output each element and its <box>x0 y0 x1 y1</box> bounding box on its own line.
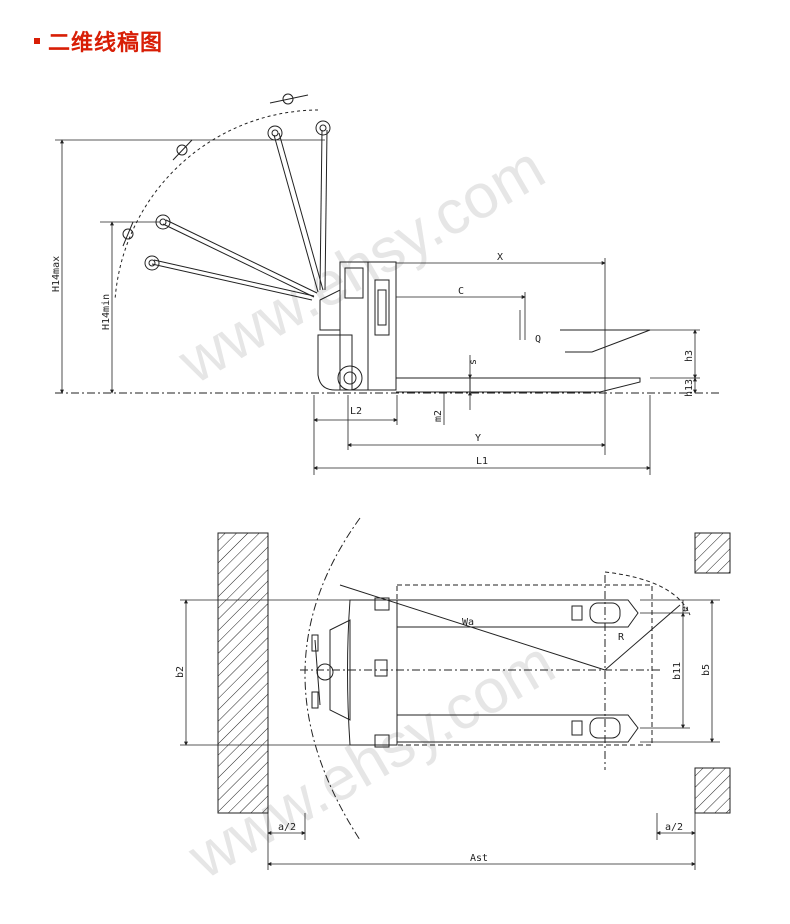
turning-arc <box>304 517 361 841</box>
page-title: 二维线稿图 <box>48 31 164 56</box>
label-b2: b2 <box>175 666 186 678</box>
label-wa: Wa <box>462 617 474 628</box>
r-line <box>604 604 681 671</box>
label-q: Q <box>535 334 541 345</box>
wall-left <box>217 532 269 814</box>
label-b11: b11 <box>672 662 683 680</box>
label-b5: b5 <box>701 664 712 676</box>
label-ast: Ast <box>470 853 488 864</box>
label-h14min: H14min <box>101 294 112 330</box>
outer-turn-arc <box>604 571 691 616</box>
forks-top <box>397 599 639 743</box>
side-view <box>55 93 720 475</box>
wa-line <box>339 584 606 671</box>
wall-right-top <box>694 532 731 574</box>
label-h14max: H14max <box>51 256 62 292</box>
forks-side <box>396 329 651 393</box>
label-h3: h3 <box>684 350 695 362</box>
truck-body <box>317 261 397 391</box>
label-c: C <box>458 286 464 297</box>
label-h13: h13 <box>684 379 695 397</box>
label-s: s <box>468 359 479 365</box>
handle-positions <box>122 93 331 301</box>
svg-text:www.ehsy.com: www.ehsy.com <box>167 133 556 398</box>
label-a-half-right: a/2 <box>665 822 683 833</box>
label-x: X <box>497 252 503 263</box>
label-l1: L1 <box>476 456 488 467</box>
label-l2: L2 <box>350 406 362 417</box>
wall-right-bottom <box>694 767 731 814</box>
label-m2: m2 <box>433 410 444 422</box>
label-a-half-left: a/2 <box>278 822 296 833</box>
label-y: Y <box>475 433 481 444</box>
handle-sweep-arc <box>114 109 319 301</box>
watermark-top: www.ehsy.com <box>167 133 556 398</box>
dimension-lines-side <box>55 139 700 475</box>
label-r: R <box>618 632 625 643</box>
label-e: e <box>680 606 691 612</box>
title-bullet <box>34 38 40 44</box>
title-row: 二维线稿图 <box>34 26 163 56</box>
dimension-lines-top <box>180 599 720 870</box>
top-view <box>180 517 731 870</box>
